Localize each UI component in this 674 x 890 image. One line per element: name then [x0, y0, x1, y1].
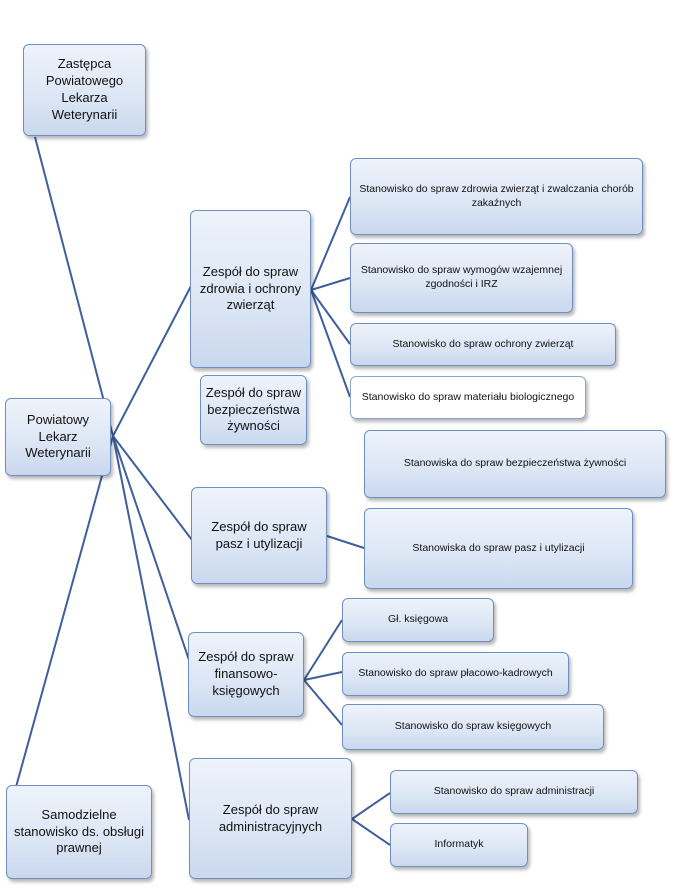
node-pos-protection: Stanowisko do spraw ochrony zwierząt: [350, 323, 616, 366]
node-pos-payroll: Stanowisko do spraw płacowo-kadrowych: [342, 652, 569, 696]
node-team-fin: Zespół do spraw finansowo-księgowych: [188, 632, 304, 717]
line-fin-accounting: [303, 679, 343, 726]
node-legal: Samodzielne stanowisko ds. obsługi prawn…: [6, 785, 152, 879]
line-head-animal: [112, 285, 192, 437]
node-pos-accountant: Gł. księgowa: [342, 598, 494, 642]
node-pos-biomaterial: Stanowisko do spraw materiału biologiczn…: [350, 376, 586, 419]
line-admin-pos: [351, 792, 391, 820]
line-animal-irz: [310, 277, 351, 291]
line-fin-accountant: [303, 619, 343, 681]
line-head-admin: [112, 435, 190, 821]
node-deputy: Zastępca Powiatowego Lekarza Weterynarii: [23, 44, 146, 136]
node-pos-admin: Stanowisko do spraw administracji: [390, 770, 638, 814]
node-pos-feed: Stanowiska do spraw pasz i utylizacji: [364, 508, 633, 589]
node-team-admin: Zespół do spraw administracyjnych: [189, 758, 352, 879]
node-pos-food: Stanowiska do spraw bezpieczeństwa żywno…: [364, 430, 666, 498]
line-feed-pos: [326, 535, 365, 549]
node-pos-accounting: Stanowisko do spraw księgowych: [342, 704, 604, 750]
node-team-feed: Zespół do spraw pasz i utylizacji: [191, 487, 327, 584]
line-animal-health: [310, 196, 351, 291]
line-fin-payroll: [303, 671, 343, 681]
node-pos-irz: Stanowisko do spraw wymogów wzajemnej zg…: [350, 243, 573, 313]
line-deputy-head: [34, 136, 114, 437]
line-animal-bio: [310, 289, 351, 398]
line-admin-it: [351, 818, 391, 846]
line-animal-protection: [310, 289, 351, 345]
line-head-fin: [112, 435, 190, 661]
node-pos-animal-health: Stanowisko do spraw zdrowia zwierząt i z…: [350, 158, 643, 235]
node-team-food: Zespół do spraw bezpieczeństwa żywności: [200, 375, 307, 445]
node-team-animal: Zespół do spraw zdrowia i ochrony zwierz…: [190, 210, 311, 368]
line-head-legal: [15, 435, 114, 788]
node-head: Powiatowy Lekarz Weterynarii: [5, 398, 111, 476]
node-pos-it: Informatyk: [390, 823, 528, 867]
line-head-feed: [112, 435, 193, 541]
